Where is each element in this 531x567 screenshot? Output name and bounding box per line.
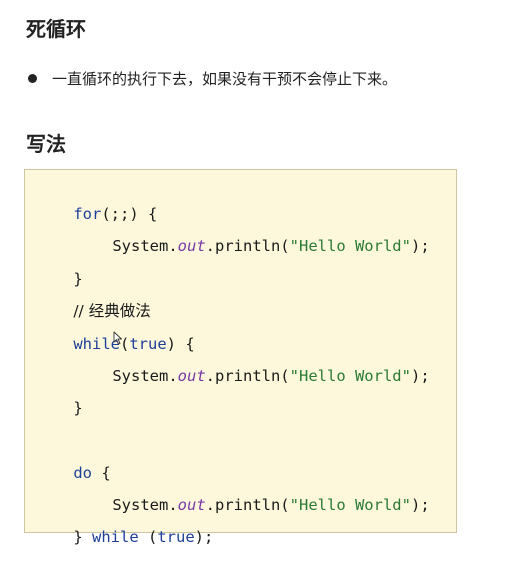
code-line-10: System.out.println("Hello World");	[112, 496, 430, 514]
code-line-9: do {	[73, 464, 111, 482]
heading-dead-loop: 死循环	[26, 17, 86, 41]
heading-syntax: 写法	[26, 132, 66, 156]
bullet-text: 一直循环的执行下去，如果没有干预不会停止下来。	[52, 70, 398, 88]
code-line-1: for(;;) {	[73, 205, 158, 223]
code-block: for(;;) { System.out.println("Hello Worl…	[24, 169, 457, 546]
code-line-2: System.out.println("Hello World");	[112, 237, 430, 255]
code-line-7: }	[73, 399, 83, 417]
code-line-5: while(true) {	[73, 335, 195, 353]
mouse-cursor-icon	[113, 331, 122, 345]
code-line-6: System.out.println("Hello World");	[112, 367, 430, 385]
bullet-dot-icon	[28, 74, 37, 83]
bullet-item: 一直循环的执行下去，如果没有干预不会停止下来。	[28, 68, 397, 89]
code-line-11: } while (true);	[73, 528, 214, 546]
code-line-4: // 经典做法	[73, 302, 151, 320]
code-line-3: }	[73, 270, 83, 288]
